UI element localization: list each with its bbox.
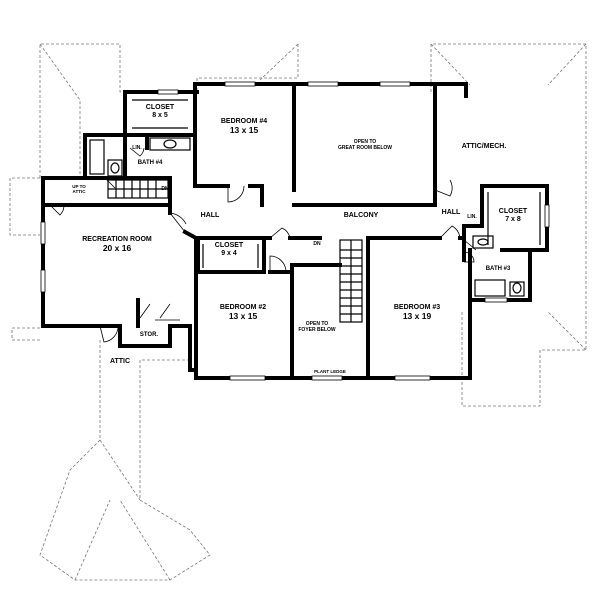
up-attic-line1: UP TO: [72, 184, 86, 189]
open-great-line1: OPEN TO: [353, 139, 377, 145]
walls: [41, 82, 549, 380]
bath3-label: BATH #3: [476, 266, 520, 273]
hall-right-name: HALL: [441, 209, 461, 216]
roof-outlines: [9, 43, 587, 581]
bedroom3-size: 13 x 19: [402, 311, 432, 322]
closet-top-name: CLOSET: [145, 104, 175, 111]
closet-mid-name: CLOSET: [214, 242, 244, 249]
up-attic-line2: ATTIC: [72, 189, 86, 195]
hall-left-name: HALL: [200, 212, 220, 219]
plant-ledge-name: PLANT LEDGE: [314, 369, 346, 374]
closet-top-size: 8 x 5: [152, 112, 168, 120]
dn-top-label: DN: [158, 186, 172, 193]
closet-mid-label: CLOSET 9 x 4: [206, 242, 252, 258]
closet-mid-size: 9 x 4: [221, 250, 237, 258]
lin-right-label: LIN.: [464, 214, 480, 221]
bath3-name: BATH #3: [485, 266, 511, 272]
bedroom2-name: BEDROOM #2: [219, 304, 267, 311]
bath4-label: BATH #4: [130, 160, 170, 167]
attic-label: ATTIC: [102, 358, 138, 366]
recreation-size: 20 x 16: [102, 243, 132, 254]
dn-top-name: DN: [161, 186, 169, 192]
recreation-label: RECREATION ROOM 20 x 16: [72, 236, 162, 254]
stairs: [107, 179, 363, 323]
hall-right-label: HALL: [438, 209, 464, 217]
hall-left-label: HALL: [195, 212, 225, 220]
bedroom4-label: BEDROOM #4 13 x 15: [214, 118, 274, 136]
lin-top-name: LIN.: [132, 145, 142, 151]
bedroom4-size: 13 x 15: [229, 125, 259, 136]
open-foyer-line1: OPEN TO: [305, 321, 329, 327]
lin-top-label: LIN.: [129, 145, 145, 152]
balcony-label: BALCONY: [336, 212, 386, 220]
doors: [49, 147, 477, 343]
open-foyer-line2: FOYER BELOW: [298, 326, 336, 333]
stor-label: STOR.: [134, 332, 164, 339]
bedroom2-label: BEDROOM #2 13 x 15: [212, 304, 274, 322]
closet-top-label: CLOSET 8 x 5: [138, 104, 182, 120]
bath4-name: BATH #4: [137, 160, 163, 166]
lin-right-name: LIN.: [467, 214, 477, 220]
closet-right-size: 7 x 8: [505, 216, 521, 224]
open-foyer-label: OPEN TO FOYER BELOW: [294, 321, 340, 334]
stor-name: STOR.: [139, 332, 159, 338]
closet-right-name: CLOSET: [498, 208, 528, 215]
closet-right-label: CLOSET 7 x 8: [488, 208, 538, 224]
dn-mid-label: DN: [310, 241, 324, 248]
attic-mech-name: ATTIC/MECH.: [461, 143, 507, 150]
attic-mech-label: ATTIC/MECH.: [454, 143, 514, 151]
bedroom3-name: BEDROOM #3: [393, 304, 441, 311]
attic-name: ATTIC: [109, 358, 131, 365]
open-great-line2: GREAT ROOM BELOW: [337, 144, 393, 151]
recreation-name: RECREATION ROOM: [82, 236, 152, 243]
bedroom3-label: BEDROOM #3 13 x 19: [384, 304, 450, 322]
plant-ledge-label: PLANT LEDGE: [302, 369, 358, 374]
fixtures: [89, 99, 541, 297]
open-great-label: OPEN TO GREAT ROOM BELOW: [325, 139, 405, 152]
bedroom4-name: BEDROOM #4: [220, 118, 268, 125]
windows: [40, 81, 550, 381]
bedroom2-size: 13 x 15: [228, 311, 258, 322]
balcony-name: BALCONY: [343, 212, 379, 219]
dn-mid-name: DN: [313, 241, 321, 247]
up-attic-label: UP TO ATTIC: [64, 184, 94, 194]
